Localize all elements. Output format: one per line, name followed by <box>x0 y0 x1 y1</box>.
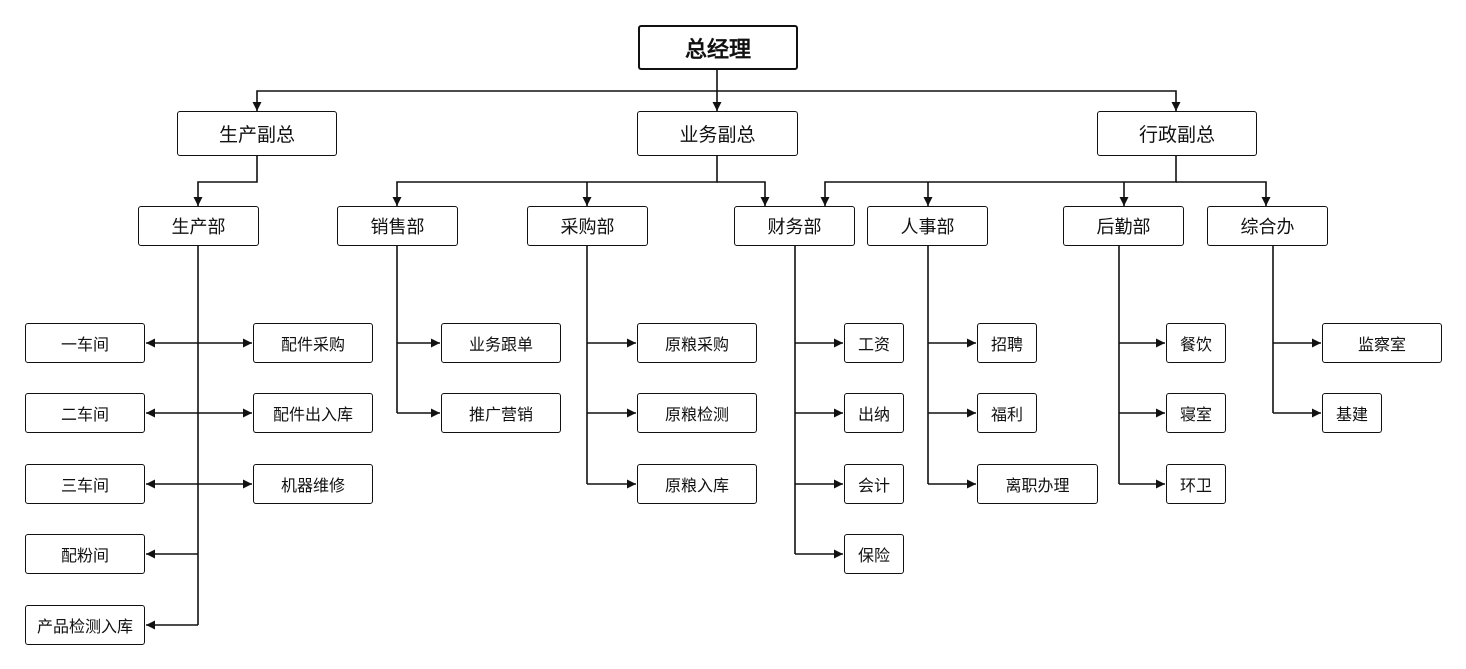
node-logistics-unit: 餐饮 <box>1166 323 1226 363</box>
node-dept-finance: 财务部 <box>734 206 855 246</box>
node-vp-business: 业务副总 <box>637 111 798 156</box>
connector-vp-admin-to-office <box>1176 181 1271 206</box>
node-purchasing-unit: 原粮采购 <box>637 323 757 363</box>
node-dept-general-office: 综合办 <box>1207 206 1328 246</box>
node-mixing-room: 配粉间 <box>25 534 145 574</box>
node-dept-sales: 销售部 <box>337 206 458 246</box>
node-finance-unit: 会计 <box>844 464 904 504</box>
node-purchasing-unit: 原粮入库 <box>637 464 757 504</box>
connector-vp-business-to-sales <box>392 156 718 206</box>
connector-vp-admin-to-finance <box>820 156 1177 206</box>
node-workshop-2: 二车间 <box>25 393 145 433</box>
node-qc-storage: 产品检测入库 <box>25 605 145 645</box>
node-dept-production: 生产部 <box>138 206 259 246</box>
node-finance-unit: 出纳 <box>844 393 904 433</box>
node-hr-unit: 福利 <box>977 393 1037 433</box>
node-hr-unit: 离职办理 <box>977 464 1098 504</box>
node-sales-unit: 推广营销 <box>441 393 561 433</box>
node-vp-admin: 行政副总 <box>1097 111 1257 156</box>
node-office-unit: 基建 <box>1322 393 1382 433</box>
node-machine-repair: 机器维修 <box>253 464 373 504</box>
node-workshop-1: 一车间 <box>25 323 145 363</box>
connector-vp-business-to-finance <box>717 181 770 206</box>
node-finance-unit: 工资 <box>844 323 904 363</box>
node-finance-unit: 保险 <box>844 534 904 574</box>
connector-ceo-to-vp-production <box>252 70 718 111</box>
node-parts-inout: 配件出入库 <box>253 393 373 433</box>
node-vp-production: 生产副总 <box>177 111 337 156</box>
connector-ceo-to-vp-admin <box>717 90 1181 111</box>
node-workshop-3: 三车间 <box>25 464 145 504</box>
node-logistics-unit: 寝室 <box>1166 393 1226 433</box>
node-office-unit: 监察室 <box>1322 323 1442 363</box>
node-dept-hr: 人事部 <box>867 206 988 246</box>
node-logistics-unit: 环卫 <box>1166 464 1226 504</box>
node-parts-purchase: 配件采购 <box>253 323 373 363</box>
node-hr-unit: 招聘 <box>977 323 1037 363</box>
node-sales-unit: 业务跟单 <box>441 323 561 363</box>
node-ceo: 总经理 <box>638 25 798 70</box>
node-purchasing-unit: 原粮检测 <box>637 393 757 433</box>
connector-vp-production-to-production-dept <box>193 156 258 206</box>
node-dept-purchasing: 采购部 <box>527 206 648 246</box>
node-dept-logistics: 后勤部 <box>1063 206 1184 246</box>
